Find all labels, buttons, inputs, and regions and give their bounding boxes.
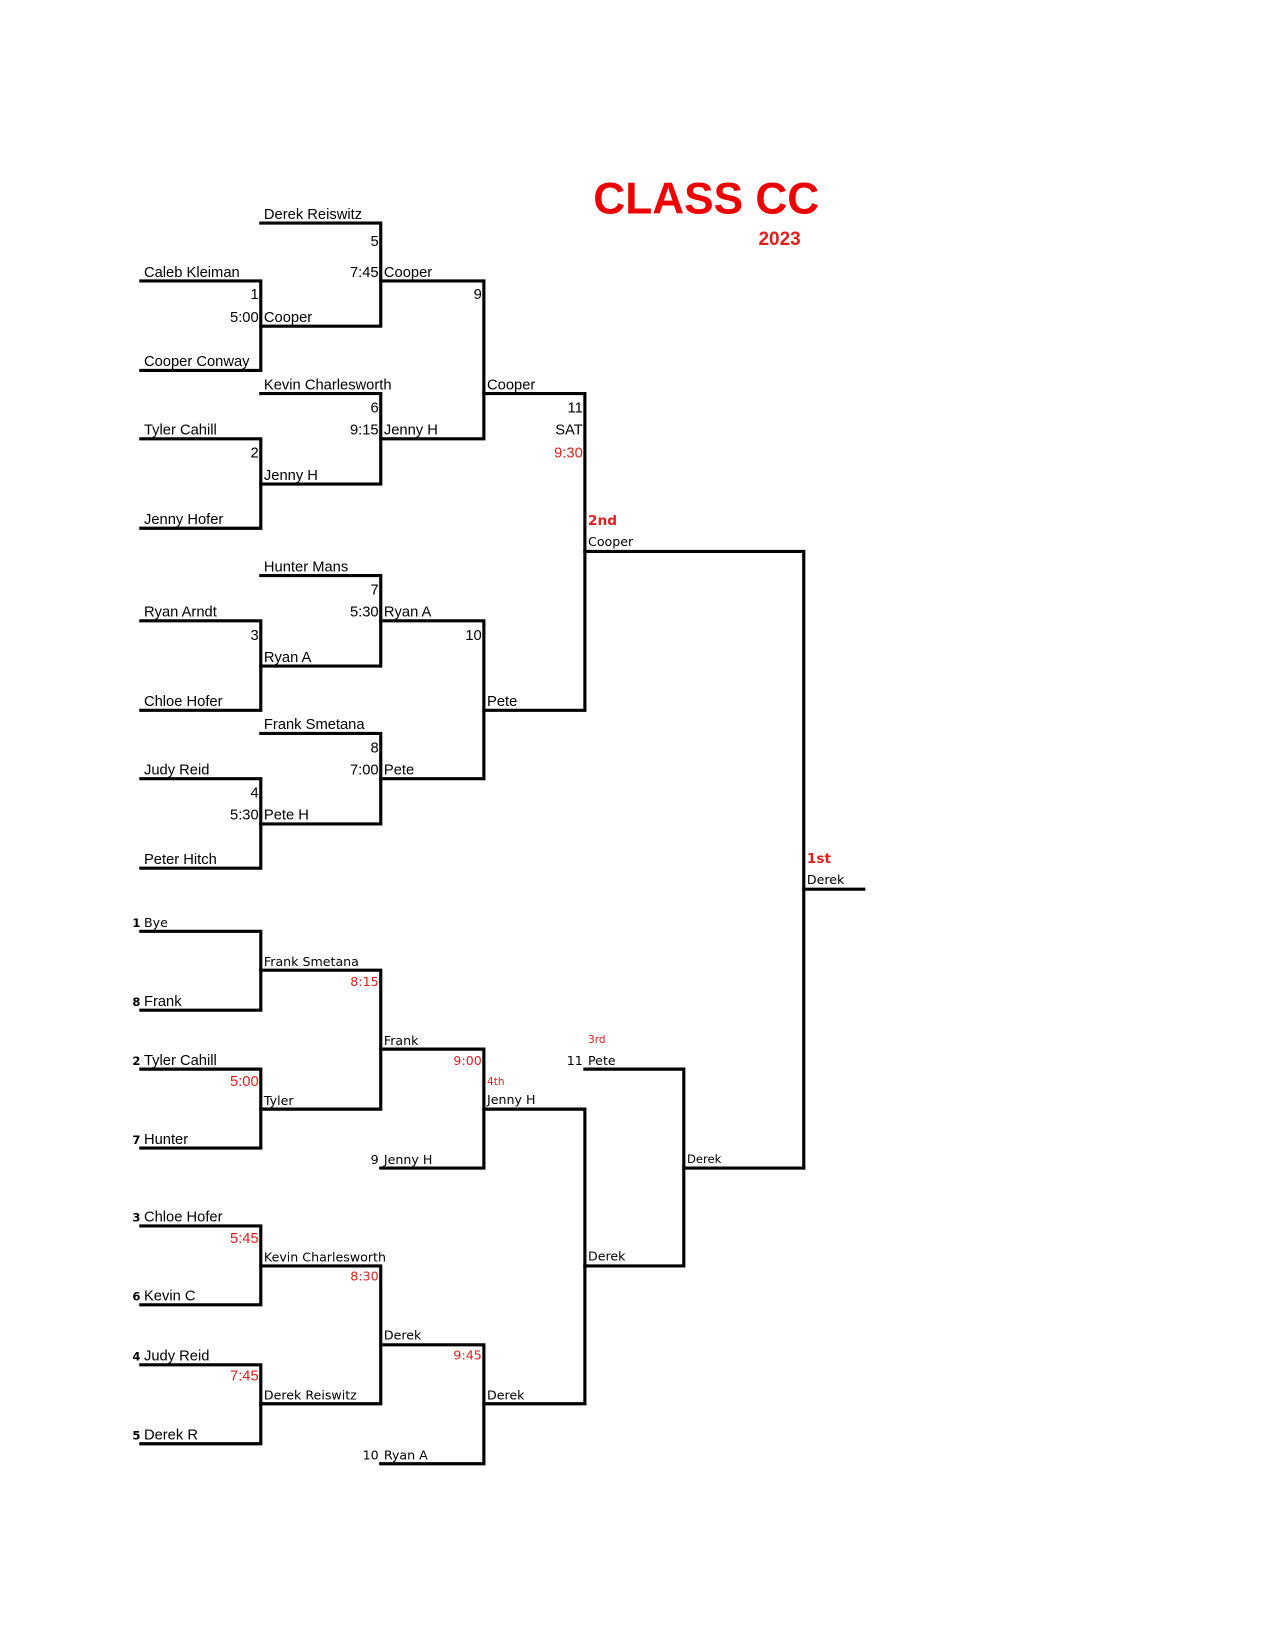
winners-round3-lines (379, 279, 486, 781)
game-number: 9 (474, 287, 482, 303)
game-time: 7:00 (350, 762, 379, 778)
game-day: SAT (555, 423, 583, 439)
seed-number: 5 (132, 1429, 140, 1443)
player-name: Kevin Charlesworth (264, 377, 392, 393)
player-name: Judy Reid (144, 762, 209, 778)
game-time: 8:30 (350, 1269, 378, 1284)
game-winner: Ryan A (384, 605, 432, 621)
game-number: 1 (250, 287, 258, 303)
game-winner: Derek (588, 1249, 626, 1264)
player-name: Jenny Hofer (144, 512, 223, 528)
game-number: 5 (370, 234, 378, 250)
game-winner: Derek (487, 1388, 525, 1403)
player-name: Chloe Hofer (144, 694, 223, 710)
game-winner: Cooper (264, 310, 312, 326)
game-number: 11 (567, 400, 582, 416)
seed-number: 4 (132, 1350, 140, 1364)
seed-number: 2 (132, 1054, 140, 1068)
game-winner: Pete (487, 694, 517, 710)
place-label-1st: 1st (807, 851, 832, 867)
game-time: 9:15 (350, 423, 379, 439)
game-winner: Kevin Charlesworth (264, 1250, 386, 1265)
player-name: Derek Reiswitz (264, 207, 362, 223)
game-winner: Pete H (264, 808, 309, 824)
player-name: Frank (144, 994, 182, 1010)
player-name: Kevin C (144, 1289, 196, 1305)
game-number: 8 (370, 740, 378, 756)
player-name: Bye (144, 915, 168, 930)
player-name: Peter Hitch (144, 852, 217, 868)
game-time: 9:30 (554, 446, 583, 462)
game-time: 5:00 (230, 1074, 259, 1090)
player-name: Hunter Mans (264, 559, 348, 575)
seed-number: 10 (363, 1448, 379, 1463)
consolation-lines (139, 929, 806, 1466)
seed-number: 6 (132, 1290, 140, 1304)
player-name: Jenny H (383, 1152, 432, 1167)
game-winner: Ryan A (264, 650, 312, 666)
seed-number: 11 (567, 1053, 583, 1068)
game-winner: Cooper (588, 534, 634, 549)
game-winner: Jenny H (486, 1092, 535, 1107)
game-winner: Tyler (263, 1093, 294, 1108)
seed-number: 8 (132, 995, 140, 1009)
game-number: 3 (250, 628, 258, 644)
game-time: 9:45 (453, 1348, 481, 1363)
game-number: 4 (250, 786, 258, 802)
player-name: Ryan Arndt (144, 605, 217, 621)
page-title: CLASS CC (593, 175, 819, 224)
player-name: Derek R (144, 1428, 198, 1444)
game-number: 10 (465, 628, 481, 644)
game-time: 7:45 (350, 265, 379, 281)
game-winner: Derek (384, 1328, 422, 1343)
game-winner: Pete (384, 762, 414, 778)
game-time: 5:30 (230, 808, 259, 824)
game-winner: Derek Reiswitz (264, 1388, 357, 1403)
player-name: Judy Reid (144, 1349, 209, 1365)
game-winner: Frank Smetana (264, 954, 359, 969)
game-time: 9:00 (453, 1053, 481, 1068)
game-number: 2 (250, 446, 258, 462)
seed-number: 9 (371, 1152, 379, 1167)
game-winner: Cooper (487, 377, 535, 393)
winners-final-lines (482, 391, 866, 1170)
game-time: 8:15 (350, 974, 378, 989)
seed-number: 3 (132, 1211, 140, 1225)
champion-name: Derek (807, 872, 845, 887)
player-name: Chloe Hofer (144, 1210, 223, 1226)
game-time: 5:00 (230, 310, 259, 326)
player-name: Hunter (144, 1132, 188, 1148)
winners-round1-lines (139, 279, 263, 870)
place-label-3rd: 3rd (588, 1034, 606, 1046)
game-number: 6 (370, 400, 378, 416)
player-name: Cooper Conway (144, 354, 250, 370)
game-winner: Cooper (384, 265, 432, 281)
game-winner: Jenny H (264, 468, 318, 484)
seed-number: 7 (132, 1133, 140, 1147)
place-label-2nd: 2nd (588, 513, 617, 529)
seed-number: 1 (132, 916, 140, 930)
year-label: 2023 (759, 229, 801, 250)
player-name: Frank Smetana (264, 717, 365, 733)
place-label-4th: 4th (487, 1076, 504, 1088)
game-winner: Derek (687, 1152, 722, 1166)
player-name: Ryan A (384, 1448, 428, 1463)
player-name: Pete (588, 1053, 616, 1068)
player-name: Caleb Kleiman (144, 265, 240, 281)
game-number: 7 (370, 583, 378, 599)
player-name: Tyler Cahill (144, 423, 217, 439)
game-time: 7:45 (230, 1369, 259, 1385)
game-time: 5:45 (230, 1231, 259, 1247)
game-winner: Jenny H (384, 423, 438, 439)
game-time: 5:30 (350, 605, 379, 621)
player-name: Tyler Cahill (144, 1053, 217, 1069)
game-winner: Frank (384, 1033, 419, 1048)
